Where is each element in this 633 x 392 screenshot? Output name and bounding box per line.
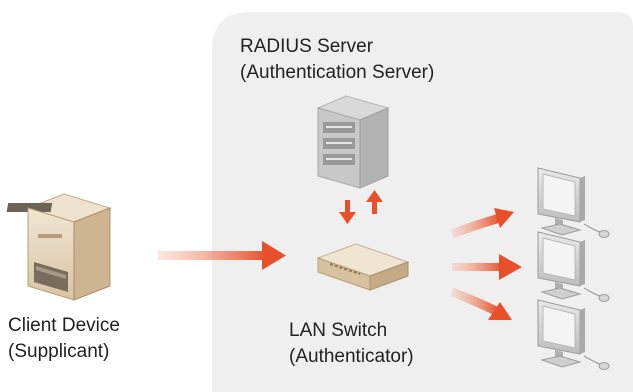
switch-to-clients-arrows (450, 208, 522, 320)
multifunction-printer-icon (6, 193, 112, 301)
lan-switch-subtitle: (Authenticator) (289, 346, 414, 367)
network-panel (212, 12, 633, 392)
client-device-title: Client Device (8, 315, 120, 336)
monitor-icon (537, 299, 610, 370)
monitor-icon (537, 167, 610, 238)
lan-switch-label: LAN Switch (Authenticator) (289, 318, 414, 370)
client-device-subtitle: (Supplicant) (8, 341, 110, 362)
radius-server-subtitle: (Authentication Server) (240, 62, 435, 83)
radius-server-title: RADIUS Server (240, 36, 374, 57)
network-switch-icon (316, 243, 410, 291)
server-rack-icon (316, 95, 390, 189)
client-device-label: Client Device (Supplicant) (8, 313, 120, 365)
monitor-icon (537, 231, 610, 302)
radius-server-label: RADIUS Server (Authentication Server) (240, 34, 434, 86)
client-monitors (537, 167, 610, 370)
client-to-switch-arrow (158, 241, 286, 270)
lan-switch-title: LAN Switch (289, 320, 388, 341)
auth-exchange-arrows (339, 190, 383, 224)
